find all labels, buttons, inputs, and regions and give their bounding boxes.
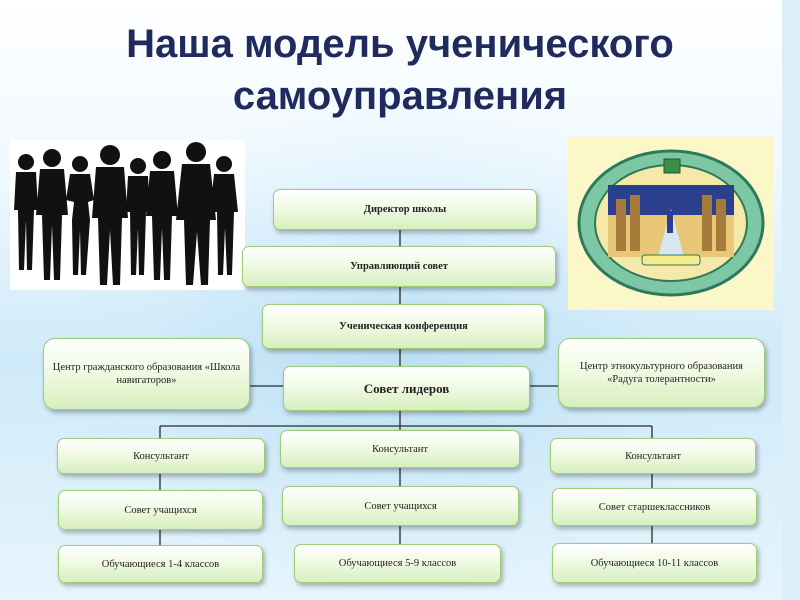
title-line-1: Наша модель ученического bbox=[126, 22, 674, 66]
silhouettes-group-icon bbox=[10, 140, 245, 290]
civic-education-center-node: Центр гражданского образования «Школа на… bbox=[43, 338, 250, 410]
leaders-council-node: Совет лидеров bbox=[283, 366, 530, 411]
students-council-mid-node: Совет учащихся bbox=[282, 486, 519, 526]
students-council-left-node: Совет учащихся bbox=[58, 490, 263, 530]
learners-5-9-node: Обучающиеся 5-9 классов bbox=[294, 544, 501, 583]
learners-10-11-node: Обучающиеся 10-11 классов bbox=[552, 543, 757, 583]
student-conference-node: Ученическая конференция bbox=[262, 304, 545, 349]
director-node: Директор школы bbox=[273, 189, 537, 230]
consultant-right-node: Консультант bbox=[550, 438, 756, 474]
consultant-mid-node: Консультант bbox=[280, 430, 520, 468]
page-title: Наша модель ученического самоуправления bbox=[0, 18, 800, 122]
school-emblem-icon bbox=[568, 137, 774, 310]
consultant-left-node: Консультант bbox=[57, 438, 265, 474]
learners-1-4-node: Обучающиеся 1-4 классов bbox=[58, 545, 263, 583]
title-line-2: самоуправления bbox=[232, 74, 568, 118]
seniors-council-node: Совет старшеклассников bbox=[552, 488, 757, 526]
background-strip bbox=[782, 0, 800, 600]
governing-council-node: Управляющий совет bbox=[242, 246, 556, 287]
ethnocultural-center-node: Центр этнокультурного образования «Радуг… bbox=[558, 338, 765, 408]
